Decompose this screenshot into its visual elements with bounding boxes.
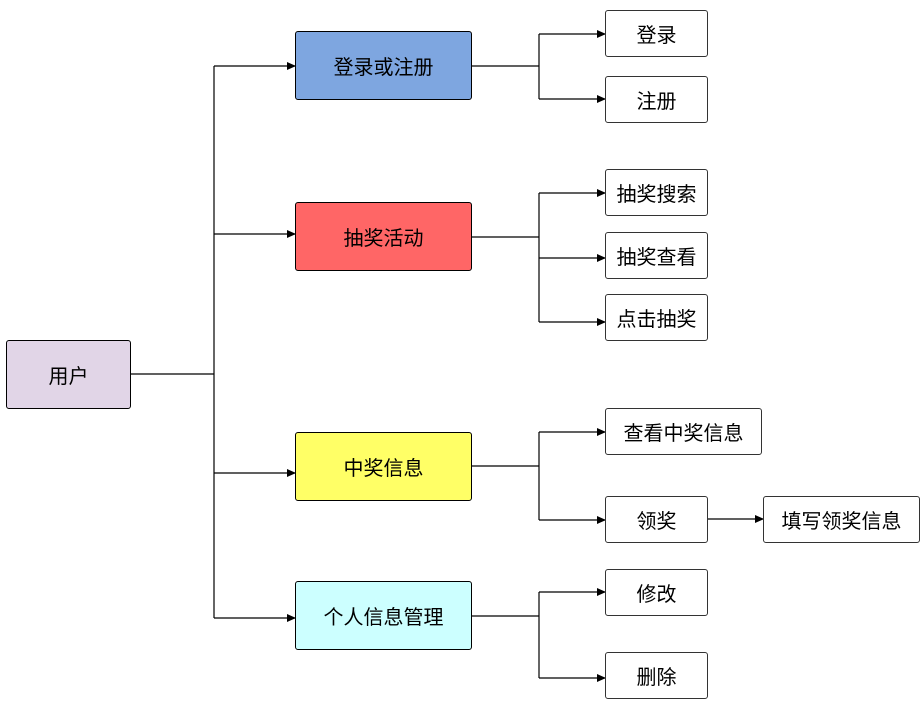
node-login: 登录	[605, 10, 708, 57]
node-user: 用户	[6, 340, 131, 409]
node-click-draw: 点击抽奖	[605, 294, 708, 341]
node-fill-claim-info: 填写领奖信息	[763, 496, 920, 543]
node-delete-label: 删除	[636, 665, 677, 689]
node-click-draw-label: 点击抽奖	[616, 307, 697, 331]
edge-login-trunk	[471, 34, 540, 99]
node-login-or-register-label: 登录或注册	[333, 55, 434, 79]
node-personal-info-management: 个人信息管理	[295, 581, 472, 650]
node-view-winning-info-label: 查看中奖信息	[623, 421, 744, 445]
edge-profile-trunk	[471, 592, 540, 678]
edge-winning-trunk	[471, 432, 540, 520]
node-lottery-activity-label: 抽奖活动	[343, 226, 424, 250]
node-lottery-search-label: 抽奖搜索	[616, 182, 697, 206]
node-winning-info-label: 中奖信息	[343, 456, 424, 480]
node-lottery-view: 抽奖查看	[605, 232, 708, 279]
node-view-winning-info: 查看中奖信息	[605, 408, 762, 455]
node-fill-claim-info-label: 填写领奖信息	[781, 509, 902, 533]
node-login-label: 登录	[636, 23, 677, 47]
node-login-or-register: 登录或注册	[295, 31, 472, 100]
node-register: 注册	[605, 76, 708, 123]
node-modify-label: 修改	[636, 582, 677, 606]
node-register-label: 注册	[636, 89, 677, 113]
node-user-label: 用户	[48, 364, 89, 388]
node-claim-prize: 领奖	[605, 496, 708, 543]
node-lottery-search: 抽奖搜索	[605, 169, 708, 216]
node-personal-info-management-label: 个人信息管理	[323, 605, 444, 629]
node-claim-prize-label: 领奖	[636, 509, 677, 533]
node-delete: 删除	[605, 652, 708, 699]
node-lottery-activity: 抽奖活动	[295, 202, 472, 271]
node-modify: 修改	[605, 569, 708, 616]
edge-root-trunk	[131, 66, 215, 618]
edge-lottery-trunk	[471, 193, 540, 322]
node-lottery-view-label: 抽奖查看	[616, 245, 697, 269]
node-winning-info: 中奖信息	[295, 432, 472, 501]
